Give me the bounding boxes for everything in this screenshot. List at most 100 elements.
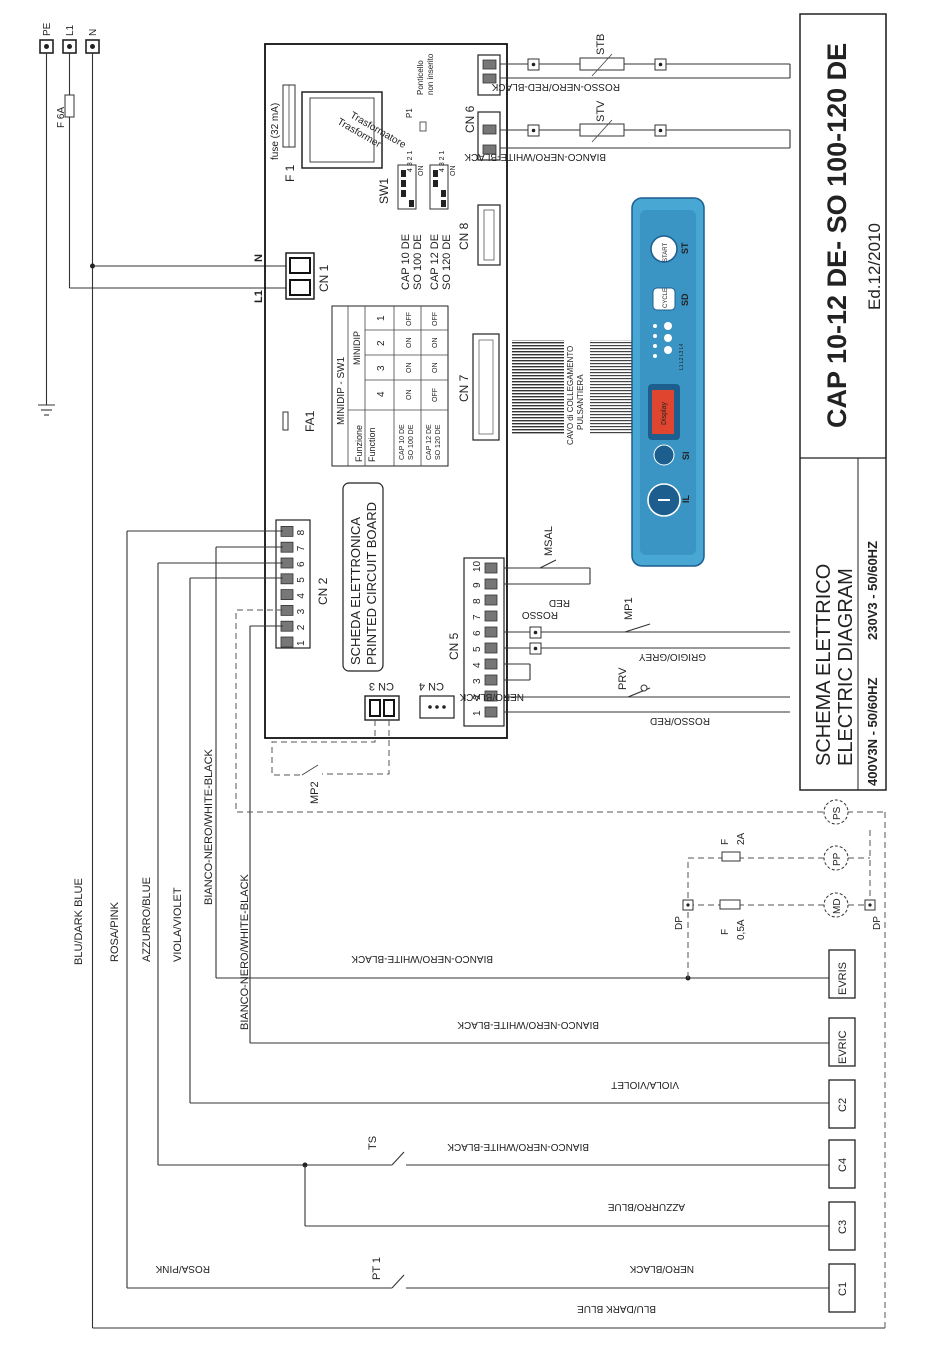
wire-evris: BIANCO-NERO/WHITE-BLACK [351,953,493,964]
model-title: CAP 10-12 DE- SO 100-120 DE [822,43,852,428]
mp2-switch: MP2 [271,720,390,804]
minidip-row1-name2: SO 100 DE [408,424,415,460]
cn5-pin-number: 3 [472,678,483,684]
connector-cn7: CN 7 [457,333,500,441]
connector-cn8: CN 8 [457,204,501,266]
symbol-1-icon [664,322,672,330]
lower-loads: BIANCO-NERO/WHITE-BLACK EVRIS BIANCO-NER… [127,858,856,1314]
cn5-pin-number: 6 [472,630,483,636]
c2-label: C2 [837,1098,849,1112]
sw-so120: SO 120 DE [441,234,453,290]
cn2-pin-number: 1 [296,640,307,646]
cn5-pin-10 [484,562,498,574]
minidip-fn: Funzione [354,425,364,462]
connector-cn3: CN 3 [364,680,400,721]
pt1-label: PT 1 [371,1257,383,1280]
cn5-pin-6 [484,626,498,638]
connector-cn4: CN 4 [419,680,455,719]
cn5-pin-number: 7 [472,614,483,620]
label-azzurro: AZZURRO/BLUE [141,877,153,962]
dp-label-2: DP [872,916,883,930]
minidip-row1-v3: ON [406,363,413,374]
cycle-button[interactable] [652,287,676,311]
fuse-32ma-label: fuse (32 mA) [270,103,281,160]
cn5-pin-9 [484,578,498,590]
connector-cn6: CN 6 [463,54,501,161]
wire-white-black-1: BIANCO-NERO/WHITE-BLACK [464,151,606,162]
schema-it: SCHEMA ELETTRICO [813,564,835,766]
sw1-label: SW1 [377,178,391,204]
board-title-it: SCHEDA ELETTRONICA [348,517,363,665]
minidip-row2-v3: ON [432,363,439,374]
symbol-2-icon [664,334,672,342]
f1-label: F 1 [283,164,297,182]
evris-label: EVRIS [837,962,849,995]
il-label: IL [681,494,691,503]
label-viola: VIOLA/VIOLET [172,887,184,962]
minidip-row2-name2: SO 120 DE [435,424,442,460]
cn5-pin-1 [484,706,498,718]
stb-label: STB [595,34,607,55]
minidip-row2-name1: CAP 12 DE [426,424,433,460]
n-label: N [88,29,99,36]
wire-violet: VIOLA/VIOLET [611,1079,679,1090]
sw1-pins-a: 4 3 2 1 [407,150,414,172]
cn2-label: CN 2 [316,577,330,605]
sw1-on-b: ON [450,166,457,177]
sw-cap12: CAP 12 DE [429,234,441,290]
transformer-area: fuse (32 mA) F 1 Trasformatore Trasforme… [270,53,435,182]
cn2-pin-number: 5 [296,577,307,583]
cn2-pin-number: 3 [296,608,307,614]
l1-label: L1 [65,24,76,36]
cn5-pin-number: 8 [472,598,483,604]
sw1-dipswitch: SW1 4 3 2 1 4 3 2 1 ON ON CAP 10 DE SO 1… [377,150,457,290]
label-bianco-nero-1: BIANCO-NERO/WHITE-BLACK [203,748,215,905]
wire-red: RED [549,597,570,608]
voltage-2: 230V3 - 50/60HZ [865,541,880,640]
ribbon-cable: CAVO di COLLEGAMENTO PULSANTIERA [512,340,632,445]
board-title-en: PRINTED CIRCUIT BOARD [364,502,379,665]
wire-rosa: ROSA/PINK [155,1263,210,1274]
cn5-pin-number: 9 [472,582,483,588]
p1-label: P1 [405,108,414,118]
si-button[interactable] [653,444,675,466]
prv-label: PRV [617,667,629,690]
cn2-pin-number: 4 [296,593,307,599]
wire-azzurro: AZZURRO/BLUE [607,1201,685,1212]
cn1-l1: L1 [253,290,265,303]
minidip-table: MINIDIP - SW1 Funzione Function MINIDIP … [331,305,449,467]
ps-label: PS [832,806,843,820]
leds-label: L1 L2 L3 L4 [679,343,685,370]
stb-stv-wires: STB ROSSO-NERO/RED-BLACK STV BIANCO-NERO… [464,34,791,162]
msal-label: MSAL [543,526,555,556]
minidip-col-1: 1 [376,315,387,321]
stv-label: STV [595,100,607,122]
cn5-pin-2 [484,690,498,702]
wire-c4: BIANCO-NERO/WHITE-BLACK [447,1141,589,1152]
minidip-row2-v1: OFF [432,312,439,326]
wire-rosso: ROSSO [522,609,558,620]
pp-label: PP [832,852,843,866]
cn5-pin-8 [484,594,498,606]
c4-label: C4 [837,1158,849,1172]
minidip-col-2: 2 [376,340,387,346]
minidip-row2-v4: OFF [432,388,439,402]
evric-label: EVRIC [837,1030,849,1064]
cn2-pin-number: 2 [296,624,307,630]
start-button[interactable] [650,235,678,263]
non-inserito-label: non inserito [426,53,435,95]
wire-blu-bottom: BLU/DARK BLUE [577,1303,656,1314]
minidip-col-4: 4 [376,391,387,397]
cn2-pin-number: 8 [296,529,307,535]
mp2-label: MP2 [309,781,321,804]
led-1-icon [653,324,657,328]
wire-rosso-red: ROSSO/RED [650,715,710,726]
sw1-on-a: ON [418,166,425,177]
minidip-row1-v1: OFF [406,312,413,326]
cn5-pin-3 [484,674,498,686]
cn5-label: CN 5 [447,632,461,660]
dp-label-1: DP [674,916,685,930]
motors: DP DP F 0,5A F 2A PS PP MD [674,799,883,940]
